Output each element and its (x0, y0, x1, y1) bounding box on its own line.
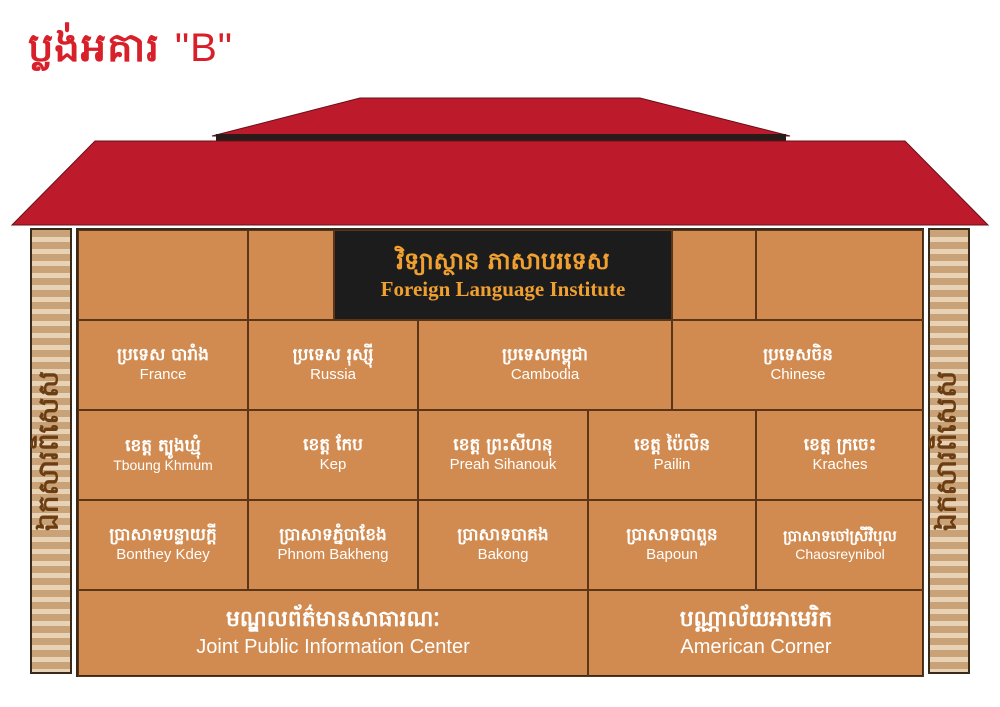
building-floor-plan: វិទ្យាស្ថាន ភាសាបរទេស Foreign Language I… (76, 228, 924, 677)
room-chinese: ប្រទេសចិន Chinese (672, 320, 924, 410)
room-label-khmer: ខេត្ត ត្បូងឃ្មុំ (125, 435, 201, 456)
room-label-english: Chinese (770, 366, 826, 384)
room-tboung-khmum: ខេត្ត ត្បូងឃ្មុំ Tboung Khmum (78, 410, 248, 500)
room-label-english: Cambodia (510, 366, 580, 384)
left-pillar: ឯកសារពិសេស (30, 228, 72, 674)
room-empty-3 (672, 230, 756, 320)
room-label-english: Preah Sihanouk (449, 456, 557, 474)
room-kraches: ខេត្ត ក្រចេះ Kraches (756, 410, 924, 500)
institute-english: Foreign Language Institute (380, 276, 626, 301)
room-kep: ខេត្ត កែប Kep (248, 410, 418, 500)
room-label-english: Kep (319, 456, 347, 474)
room-france: ប្រទេស បារាំង France (78, 320, 248, 410)
roof-top (211, 97, 791, 137)
room-preah-sihanouk: ខេត្ត ព្រះសីហនុ Preah Sihanouk (418, 410, 588, 500)
room-label-english: Joint Public Information Center (196, 635, 470, 658)
room-joint-public-information-center: មណ្ឌលព័ត៌មានសាធារណៈ Joint Public Informa… (78, 590, 588, 677)
room-label-english: Phnom Bakheng (277, 546, 389, 564)
room-label-english: Russia (310, 366, 356, 384)
right-pillar: ឯកសារពិសេស (928, 228, 970, 674)
room-label-khmer: ប្រទេសចិន (763, 345, 833, 366)
room-empty-2 (248, 230, 334, 320)
room-pailin: ខេត្ត ប៉ៃលិន Pailin (588, 410, 756, 500)
plan-title-khmer: ប្លង់អគារ (28, 25, 160, 71)
roof-main (10, 140, 990, 226)
room-bonthey-kdey: ប្រាសាទបន្ទាយក្តី Bonthey Kdey (78, 500, 248, 590)
room-label-khmer: មណ្ឌលព័ត៌មានសាធារណៈ (225, 607, 441, 633)
plan-title-building: "B" (174, 26, 233, 70)
room-russia: ប្រទេស រុស្ស៊ី Russia (248, 320, 418, 410)
room-label-khmer: ខេត្ត កែប (303, 435, 363, 456)
room-label-english: Bapoun (646, 546, 698, 564)
room-label-khmer: ខេត្ត ព្រះសីហនុ (453, 435, 553, 456)
roof (10, 97, 990, 226)
room-label-khmer: បណ្ណាល័យអាមេរិក (679, 607, 833, 633)
institute-khmer: វិទ្យាស្ថាន ភាសាបរទេស (396, 246, 610, 275)
room-label-english: Chaosreynibol (795, 545, 885, 562)
room-label-khmer: ប្រាសាទបាគង (457, 525, 549, 546)
room-label-english: Tboung Khmum (113, 457, 213, 474)
room-label-khmer: ប្រាសាទបន្ទាយក្តី (109, 525, 217, 546)
room-bapoun: ប្រាសាទបាពួន Bapoun (588, 500, 756, 590)
room-phnom-bakheng: ប្រាសាទភ្នំបាខែង Phnom Bakheng (248, 500, 418, 590)
room-label-english: American Corner (680, 635, 832, 658)
room-empty-4 (756, 230, 924, 320)
room-chaosreynibol: ប្រាសាទចៅស្រីវិបុល Chaosreynibol (756, 500, 924, 590)
room-label-english: Pailin (653, 456, 691, 474)
room-label-english: Bonthey Kdey (116, 546, 210, 564)
room-label-khmer: ប្រាសាទភ្នំបាខែង (279, 525, 387, 546)
plan-title: ប្លង់អគារ "B" (28, 22, 233, 81)
room-label-english: Bakong (477, 546, 529, 564)
room-bakong: ប្រាសាទបាគង Bakong (418, 500, 588, 590)
room-label-khmer: ប្រទេស រុស្ស៊ី (292, 345, 374, 366)
room-label-english: France (139, 366, 187, 384)
roof-ridge (216, 134, 786, 143)
right-pillar-label: ឯកសារពិសេស (929, 371, 963, 531)
room-label-khmer: ប្រាសាទចៅស្រីវិបុល (783, 526, 897, 545)
room-cambodia: ប្រទេសកម្ពុជា Cambodia (418, 320, 672, 410)
foreign-language-institute-sign: វិទ្យាស្ថាន ភាសាបរទេស Foreign Language I… (334, 230, 672, 320)
room-american-corner: បណ្ណាល័យអាមេរិក American Corner (588, 590, 924, 677)
room-label-khmer: ប្រាសាទបាពួន (626, 525, 718, 546)
room-label-khmer: ប្រទេស បារាំង (117, 345, 209, 366)
room-label-english: Kraches (812, 456, 868, 474)
room-empty-1 (78, 230, 248, 320)
room-label-khmer: ខេត្ត ក្រចេះ (803, 435, 877, 456)
room-label-khmer: ខេត្ត ប៉ៃលិន (633, 435, 711, 456)
left-pillar-label: ឯកសារពិសេស (31, 371, 65, 531)
room-label-khmer: ប្រទេសកម្ពុជា (502, 345, 588, 366)
